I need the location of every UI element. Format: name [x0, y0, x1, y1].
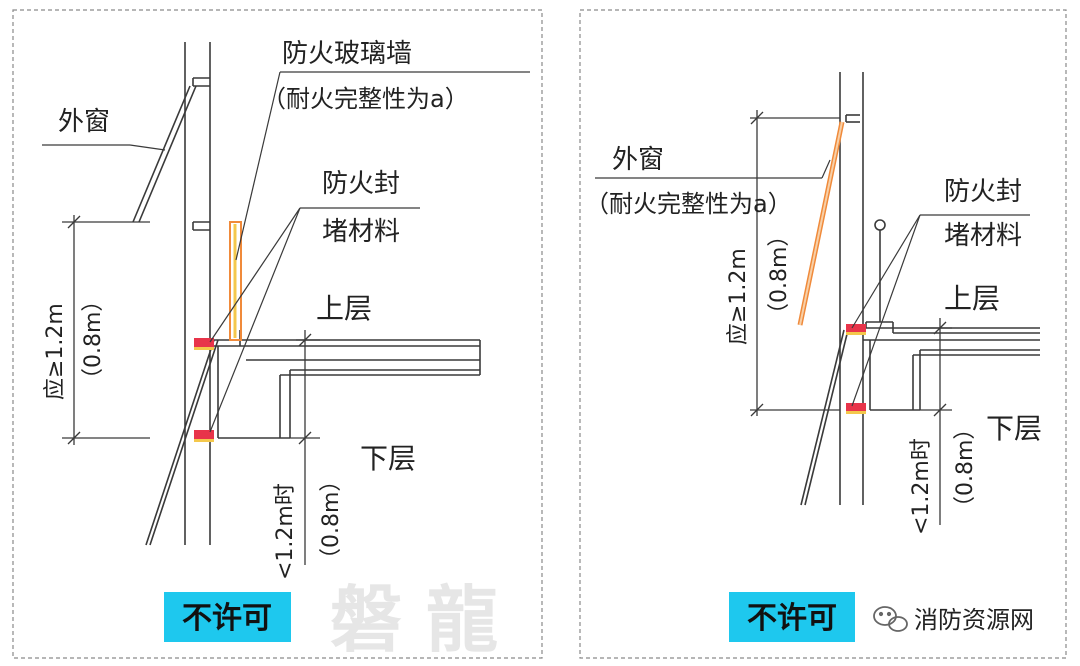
left-panel: 磐龍 [12, 9, 543, 662]
right-seal-upper [846, 324, 866, 332]
right-badge-bg [729, 592, 855, 642]
watermark: 磐龍 [330, 577, 522, 662]
left-panel-border [12, 9, 543, 659]
right-panel-border [579, 9, 1067, 659]
fire-glass-wall-note: （耐火完整性为a） [262, 85, 469, 113]
dim-lower-main: <1.2m时 [273, 483, 298, 580]
left-leaders [42, 71, 530, 433]
left-badge: 不许可 [182, 601, 272, 636]
right-badge: 不许可 [747, 601, 837, 636]
left-dim-lower [290, 330, 320, 565]
left-seal-upper-yellow [194, 347, 214, 350]
outer-window-label: 外窗 [58, 107, 110, 137]
right-dim-vertical-alt: （0.8m） [767, 225, 792, 325]
right-outer-window-note: （耐火完整性为a） [585, 190, 792, 218]
right-dim-lower-alt: （0.8m） [953, 418, 978, 518]
left-dim-vertical [62, 215, 150, 445]
right-seal-lower-yellow [846, 411, 866, 414]
left-seal-upper [194, 338, 214, 347]
right-leaders [595, 159, 1030, 407]
upper-floor-label: 上层 [316, 292, 372, 325]
sealing-material-label-2: 堵材料 [322, 217, 400, 247]
right-panel: 外窗 （耐火完整性为a） 防火封 堵材料 上层 下层 应≥1.2m （0.8m）… [579, 9, 1067, 659]
dim-vertical-alt: （0.8m） [81, 290, 106, 390]
right-dim-vertical [750, 110, 840, 417]
right-slab [863, 219, 1040, 411]
right-seal-upper-yellow [846, 332, 866, 335]
right-sealing-material-label-1: 防火封 [944, 177, 1022, 207]
right-seal-lower [846, 403, 866, 411]
right-lower-floor-label: 下层 [986, 412, 1042, 445]
left-badge-bg [164, 592, 291, 642]
wechat-icon [873, 606, 908, 632]
right-sealing-material-label-2: 堵材料 [944, 221, 1022, 251]
left-seal-lower [194, 430, 214, 439]
right-wall [800, 72, 864, 506]
right-upper-floor-label: 上层 [944, 282, 1000, 315]
dim-vertical-main: 应≥1.2m [43, 303, 68, 400]
left-wall [132, 42, 219, 546]
left-seal-lower-yellow [194, 439, 214, 442]
left-fire-glass-wall [229, 221, 242, 341]
brand-label: 消防资源网 [914, 606, 1034, 634]
lower-floor-label: 下层 [360, 442, 416, 475]
fire-glass-wall-label: 防火玻璃墙 [282, 39, 412, 69]
right-dim-lower-main: <1.2m时 [909, 438, 934, 535]
dim-lower-alt: （0.8m） [319, 470, 344, 570]
sealing-material-label-1: 防火封 [322, 169, 400, 199]
left-slab [210, 330, 481, 439]
right-outer-window-label: 外窗 [612, 145, 664, 175]
right-outer-window [797, 121, 845, 326]
right-dim-vertical-main: 应≥1.2m [726, 248, 751, 345]
right-dim-lower [920, 318, 952, 525]
